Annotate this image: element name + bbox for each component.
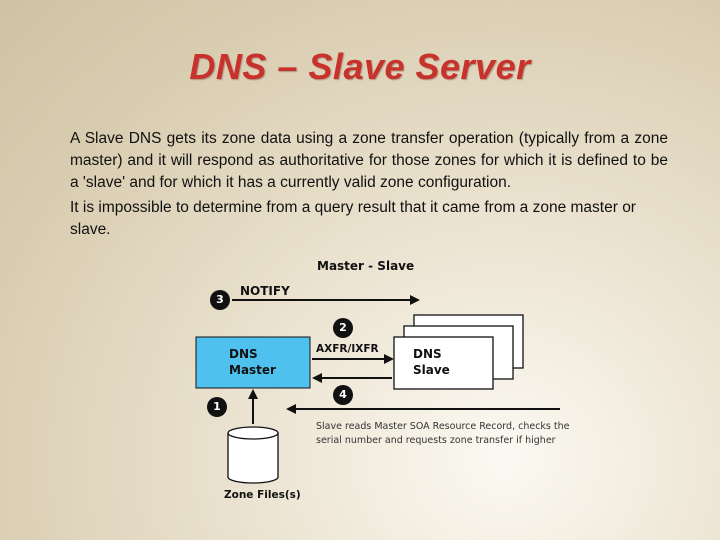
step-1-badge: 1: [207, 397, 227, 417]
slide-body: A Slave DNS gets its zone data using a z…: [70, 128, 668, 244]
slave-label: DNS Slave: [413, 347, 450, 377]
soa-note: Slave reads Master SOA Resource Record, …: [316, 421, 570, 446]
master-label: DNS Master: [229, 347, 276, 377]
zone-files-cylinder: [227, 426, 279, 484]
step-3-badge: 3: [210, 290, 230, 310]
master-box: [195, 336, 311, 389]
paragraph-1: A Slave DNS gets its zone data using a z…: [70, 130, 668, 191]
zone-files-label: Zone Files(s): [224, 489, 301, 501]
step-2-badge: 2: [333, 318, 353, 338]
slide-title: DNS – Slave Server: [189, 46, 531, 87]
notify-label: NOTIFY: [240, 284, 290, 298]
axfr-label: AXFR/IXFR: [316, 343, 379, 355]
slave-box: [393, 336, 494, 390]
diagram-title: Master - Slave: [317, 259, 415, 273]
paragraph-2: It is impossible to determine from a que…: [70, 199, 636, 238]
step-4-badge: 4: [333, 385, 353, 405]
